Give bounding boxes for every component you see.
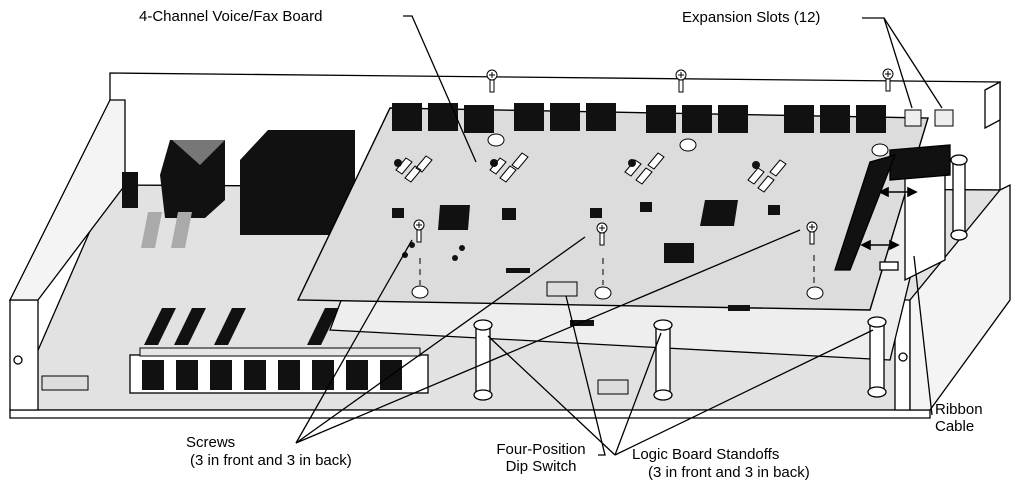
chip-icon xyxy=(438,205,470,230)
chip-icon xyxy=(174,308,206,345)
label-standoffs: Logic Board Standoffs xyxy=(632,446,780,463)
chip-icon xyxy=(464,105,494,133)
chip-icon xyxy=(586,103,616,131)
chip-icon xyxy=(214,308,246,345)
screw-icon xyxy=(596,222,608,246)
chip-icon xyxy=(502,208,516,220)
label-expansion-slots: Expansion Slots (12) xyxy=(682,9,821,26)
label-dip-switch: Four-Position Dip Switch xyxy=(496,441,586,475)
label-voice-fax-board: 4-Channel Voice/Fax Board xyxy=(139,8,323,25)
chip-icon xyxy=(856,105,886,133)
chip-icon xyxy=(144,308,176,345)
chip-icon xyxy=(728,305,750,311)
callout-lines xyxy=(295,15,943,456)
voice-fax-board xyxy=(296,103,954,326)
chip-icon xyxy=(392,208,404,218)
expansion-slot-icon xyxy=(904,109,922,127)
screw-icon xyxy=(413,219,425,243)
chip-icon xyxy=(700,200,738,226)
standoff-icon xyxy=(473,319,493,401)
chip-icon xyxy=(718,105,748,133)
expansion-slot-icon xyxy=(934,109,954,127)
standoff-icon xyxy=(867,316,887,398)
chip-icon xyxy=(682,105,712,133)
chip-icon xyxy=(768,205,780,215)
standoff-icon xyxy=(950,154,968,241)
screw-icon xyxy=(675,69,687,93)
chip-icon xyxy=(392,103,422,131)
chip-icon xyxy=(590,208,602,218)
chassis-right-tab xyxy=(984,80,1001,130)
dip-switch-icon xyxy=(546,281,578,297)
chip-icon xyxy=(570,320,594,326)
chip-icon xyxy=(172,140,225,165)
chassis-right-wall-side xyxy=(909,183,1011,411)
screw-icon xyxy=(486,69,498,93)
label-standoffs-note: (3 in front and 3 in back) xyxy=(648,464,810,481)
screw-icon xyxy=(882,68,894,92)
chip-icon xyxy=(820,105,850,133)
ribbon-cable-icon xyxy=(834,144,951,282)
chip-icon xyxy=(664,243,694,263)
chip-icon xyxy=(240,130,355,235)
chassis-left-wall xyxy=(9,299,39,411)
chip-icon xyxy=(171,212,192,248)
guide-lines xyxy=(419,255,815,285)
standoffs xyxy=(473,154,968,401)
screw-icon xyxy=(806,221,818,245)
label-screws: Screws xyxy=(186,434,236,451)
chip-icon xyxy=(160,140,225,218)
dip-switch-icon xyxy=(597,379,629,395)
dip-switch-icon xyxy=(41,375,89,391)
memory-module-icon xyxy=(129,347,429,394)
chassis-hole-right xyxy=(898,352,908,362)
chip-icon xyxy=(640,202,652,212)
chassis-left-wall-top xyxy=(8,99,126,301)
chip-icon xyxy=(646,105,676,133)
movement-arrows xyxy=(860,186,918,251)
screws xyxy=(413,68,894,246)
logic-board-components xyxy=(41,130,629,395)
chip-icon xyxy=(784,105,814,133)
chip-icon xyxy=(506,268,530,273)
chassis-front-lip xyxy=(9,409,931,419)
standoff-icon xyxy=(653,319,673,401)
chip-icon xyxy=(122,172,138,208)
label-screws-note: (3 in front and 3 in back) xyxy=(190,452,352,469)
chip-icon xyxy=(550,103,580,131)
chassis-hole-left xyxy=(13,355,23,365)
chip-icon xyxy=(428,103,458,131)
label-ribbon-cable: Ribbon Cable xyxy=(935,401,983,435)
chip-icon xyxy=(141,212,162,248)
chip-icon xyxy=(307,308,339,345)
chip-icon xyxy=(514,103,544,131)
